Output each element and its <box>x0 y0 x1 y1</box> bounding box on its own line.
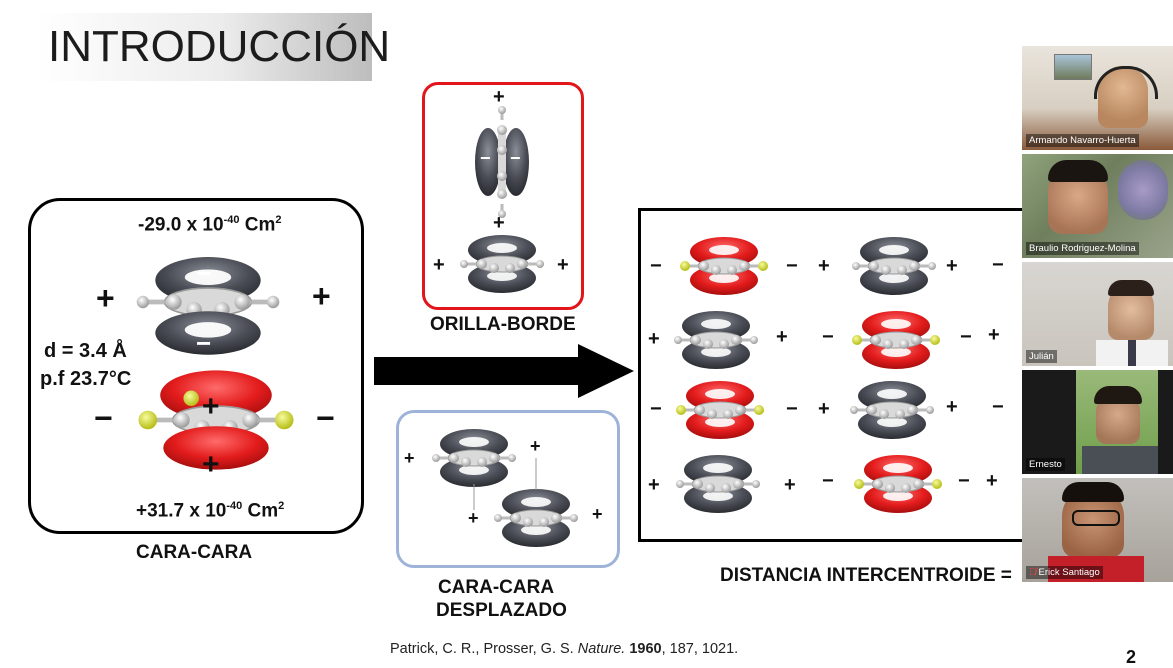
page-number: 2 <box>1126 647 1137 667</box>
cara-plus-red-bottom: + <box>202 448 220 481</box>
grid-plus-r3-r2: + <box>946 396 958 418</box>
orilla-plus-mid: + <box>493 212 505 234</box>
grid-plus-r1-r2: + <box>946 255 958 277</box>
hair <box>1048 160 1108 182</box>
energy-top-unit-exponent: 2 <box>275 214 282 226</box>
orilla-plus-right: + <box>557 254 569 276</box>
energy-bottom-unit-exponent: 2 <box>278 500 285 512</box>
participant-name: Ernesto <box>1026 458 1065 471</box>
grid-minus-r3-r: − <box>786 398 798 420</box>
participant-tile-3[interactable]: Julián <box>1022 262 1173 366</box>
grid-plus-r4-r: + <box>784 474 796 496</box>
desplazado-plus-2: + <box>530 436 541 456</box>
orilla-plus-top: + <box>493 86 505 108</box>
grid-minus-r4-r2: − <box>958 470 970 492</box>
participant-name: Armando Navarro-Huerta <box>1026 134 1139 147</box>
desplazado-panel <box>396 410 620 568</box>
grid-minus-r2-l2: − <box>822 326 834 348</box>
melting-point-label: p.f 23.7°C <box>40 368 132 390</box>
slide-title: INTRODUCCIÓN <box>48 22 391 71</box>
arrow-right-icon <box>374 344 634 398</box>
title-banner <box>36 13 372 81</box>
desplazado-plus-4: + <box>592 504 603 524</box>
cara-plus-left: + <box>96 280 115 316</box>
distance-label: d = 3.4 Å <box>44 340 127 362</box>
reference-journal: Nature. <box>577 641 626 657</box>
grid-plus-r1-l2: + <box>818 255 830 277</box>
cara-plus-red-top: + <box>202 390 220 423</box>
grid-plus-r2-r: + <box>776 326 788 348</box>
desplazado-plus-1: + <box>404 448 415 468</box>
reference-volume-pages: , 187, 1021. <box>661 641 739 657</box>
grid-minus-r1-l: − <box>650 255 662 277</box>
grid-plus-r3-l2: + <box>818 398 830 420</box>
orilla-minus-left: − <box>480 148 491 168</box>
participant-name: Julián <box>1026 350 1057 363</box>
microphone-muted-icon[interactable]: 🎙̸ <box>1029 567 1037 578</box>
grid-minus-r3-l: − <box>650 398 662 420</box>
orilla-plus-left: + <box>433 254 445 276</box>
participant-name: 🎙̸Erick Santiago <box>1026 566 1103 579</box>
hair <box>1108 280 1154 296</box>
cara-cara-molecules <box>136 257 294 470</box>
desplazado-plus-3: + <box>468 508 479 528</box>
desplazado-label-line1: CARA-CARA <box>437 577 555 598</box>
cara-minus-top: − <box>196 258 212 288</box>
jacaranda-tree <box>1118 160 1168 220</box>
reference-year: 1960 <box>629 641 662 657</box>
participant-tile-4[interactable]: Ernesto <box>1022 370 1173 474</box>
headset <box>1094 66 1158 99</box>
participant-tile-5[interactable]: 🎙̸Erick Santiago <box>1022 478 1173 582</box>
energy-top: -29.0 x 10-40 Cm2 <box>138 214 282 236</box>
cara-cara-panel <box>28 198 364 534</box>
grid-minus-r4-l2: − <box>822 470 834 492</box>
grid-plus-r2-edge: + <box>988 324 1000 346</box>
energy-top-unit: Cm <box>239 214 276 236</box>
wall-picture <box>1054 54 1092 80</box>
participant-tile-1[interactable]: Armando Navarro-Huerta <box>1022 46 1173 150</box>
shirt <box>1048 556 1144 582</box>
cara-minus-right: − <box>316 400 335 436</box>
orilla-borde-molecules <box>458 106 546 295</box>
energy-top-value: -29.0 x 10 <box>138 214 224 236</box>
desplazado-molecules <box>430 427 580 549</box>
grid-plus-r2-l: + <box>648 328 660 350</box>
distancia-label: DISTANCIA INTERCENTROIDE = <box>720 565 1012 586</box>
energy-bottom-unit: Cm <box>242 500 279 522</box>
hair <box>1062 482 1124 502</box>
shirt <box>1082 446 1158 474</box>
desplazado-label-line2: DESPLAZADO <box>436 600 567 621</box>
glasses <box>1072 510 1120 526</box>
participant-tile-2[interactable]: Braulio Rodriguez-Molina <box>1022 154 1173 258</box>
participant-name-text: Erick Santiago <box>1038 567 1100 578</box>
participant-name: Braulio Rodriguez-Molina <box>1026 242 1139 255</box>
reference-citation: Patrick, C. R., Prosser, G. S. Nature. 1… <box>390 641 738 657</box>
tie <box>1128 340 1136 366</box>
grid-plus-r4-edge: + <box>986 470 998 492</box>
desplazado-label: CARA-CARA DESPLAZADO <box>436 576 567 622</box>
grid-minus-r3-edge: − <box>992 396 1004 418</box>
grid-minus-r1-edge: − <box>992 254 1004 276</box>
orilla-borde-label: ORILLA-BORDE <box>430 314 576 335</box>
energy-bottom: +31.7 x 10-40 Cm2 <box>136 500 284 522</box>
cara-plus-right: + <box>312 278 331 314</box>
cara-minus-left: − <box>94 400 113 436</box>
cara-minus-mid: − <box>196 328 212 358</box>
hair <box>1094 386 1142 404</box>
grid-minus-r2-r2: − <box>960 326 972 348</box>
cara-cara-label: CARA-CARA <box>136 542 253 563</box>
grid-minus-r1-r: − <box>786 255 798 277</box>
energy-bottom-value: +31.7 x 10 <box>136 500 227 522</box>
reference-authors: Patrick, C. R., Prosser, G. S. <box>390 641 578 657</box>
orilla-minus-right: − <box>510 148 521 168</box>
grid-plus-r4-l: + <box>648 474 660 496</box>
energy-top-exponent: -40 <box>223 214 240 226</box>
energy-bottom-exponent: -40 <box>226 500 243 512</box>
